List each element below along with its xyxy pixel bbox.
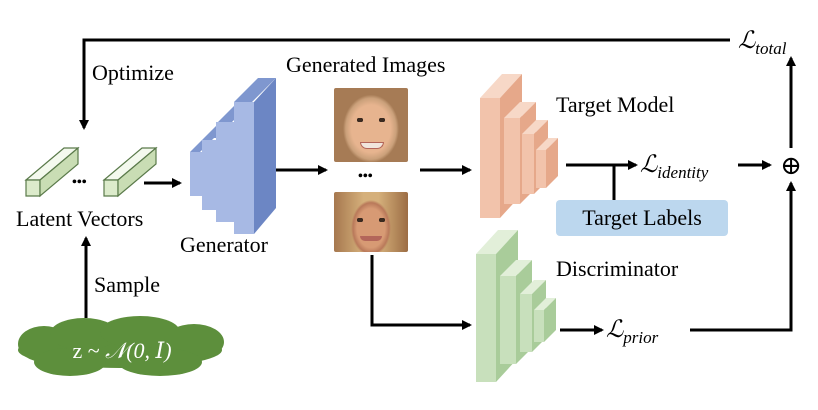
noise-formula: z ~ 𝒩(0, 𝐼) xyxy=(72,338,171,363)
images-ellipsis: ••• xyxy=(358,169,373,184)
latent-vectors: ••• xyxy=(24,146,158,198)
target-model-label: Target Model xyxy=(556,92,674,117)
target-labels-box xyxy=(556,200,728,236)
face2-eyes xyxy=(352,218,390,222)
discriminator-label: Discriminator xyxy=(556,256,679,281)
generated-images-label: Generated Images xyxy=(286,52,445,77)
generated-face-image-1 xyxy=(334,88,408,162)
latent-ellipsis: ••• xyxy=(72,175,87,190)
generator-label: Generator xyxy=(180,232,269,257)
target-labels-text: Target Labels xyxy=(582,205,702,230)
latent-vector-2 xyxy=(102,146,158,198)
latent-vector-1 xyxy=(24,146,80,198)
noise-cloud xyxy=(18,316,224,376)
oplus-symbol: ⊕ xyxy=(780,151,802,180)
face1-mouth xyxy=(360,142,384,149)
loss-prior: ℒprior xyxy=(606,317,659,347)
discriminator-network xyxy=(476,230,556,382)
arrow-prior-to-oplus xyxy=(690,181,796,332)
optimize-label: Optimize xyxy=(92,60,174,85)
face2-mouth xyxy=(360,236,382,241)
generated-face-image-2 xyxy=(334,192,408,252)
target-model-network xyxy=(480,74,558,218)
latent-vectors-label: Latent Vectors xyxy=(16,206,143,231)
connectors xyxy=(79,38,796,335)
sample-label: Sample xyxy=(94,272,160,297)
face1-eyes xyxy=(352,118,390,122)
generator-network xyxy=(190,78,276,234)
arrow-images-to-discriminator xyxy=(370,255,472,330)
loss-total: ℒtotal xyxy=(738,28,787,58)
loss-identity: ℒidentity xyxy=(640,152,709,182)
optimize-feedback-line xyxy=(79,38,730,130)
